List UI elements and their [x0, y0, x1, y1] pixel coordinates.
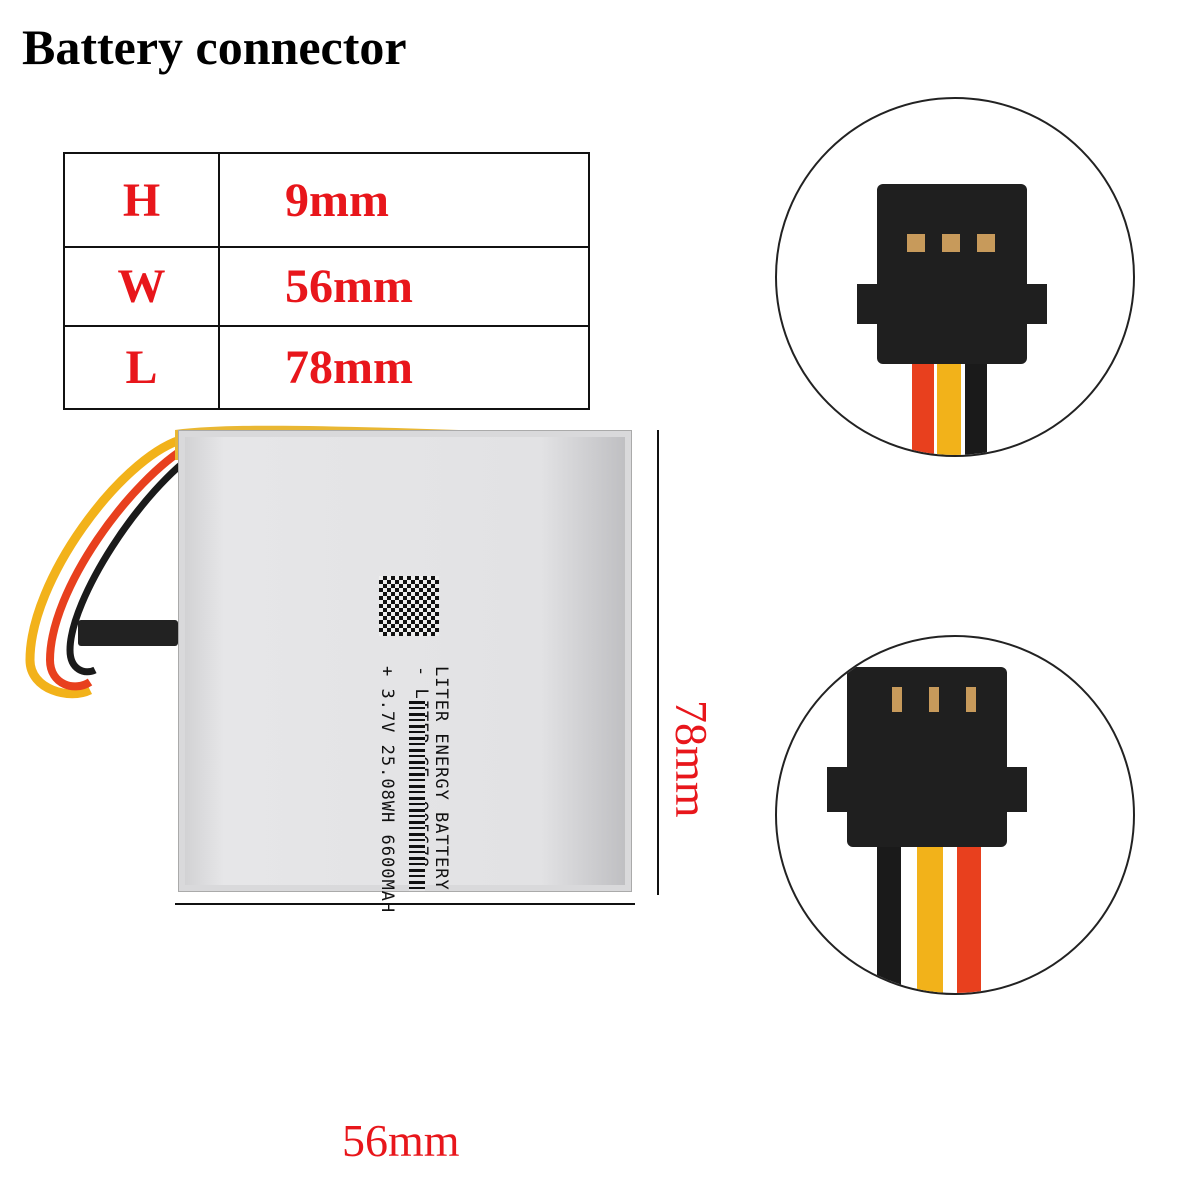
spec-value: 56mm — [285, 260, 413, 313]
spec-value: 9mm — [285, 173, 389, 227]
spec-value: 78mm — [285, 341, 413, 394]
connector-top-view — [775, 97, 1135, 457]
connector-icon — [857, 184, 1047, 455]
connector-bottom-view — [775, 635, 1135, 995]
connector-icon — [827, 667, 1027, 993]
spec-key: H — [65, 154, 220, 246]
width-dimension-label: 56mm — [342, 1115, 460, 1166]
width-dimension-line — [175, 903, 635, 905]
battery-label-line: + 3.7V 25.08WH 6600MAH — [377, 666, 397, 914]
barcode — [409, 701, 425, 891]
qr-code — [379, 576, 439, 636]
battery-label-line: LITER ENERGY BATTERY — [431, 666, 451, 891]
battery-image: LITER ENERGY BATTERY - LITER CE 905678 +… — [178, 430, 632, 913]
table-row: L 78mm — [65, 327, 588, 408]
spec-key: W — [65, 248, 220, 325]
length-dimension-line — [657, 430, 659, 895]
length-dimension-label: 78mm — [666, 700, 717, 818]
table-row: H 9mm — [65, 154, 588, 248]
table-row: W 56mm — [65, 248, 588, 327]
page-title: Battery connector — [22, 19, 407, 75]
spec-key: L — [65, 327, 220, 408]
dimension-table: H 9mm W 56mm L 78mm — [63, 152, 590, 410]
